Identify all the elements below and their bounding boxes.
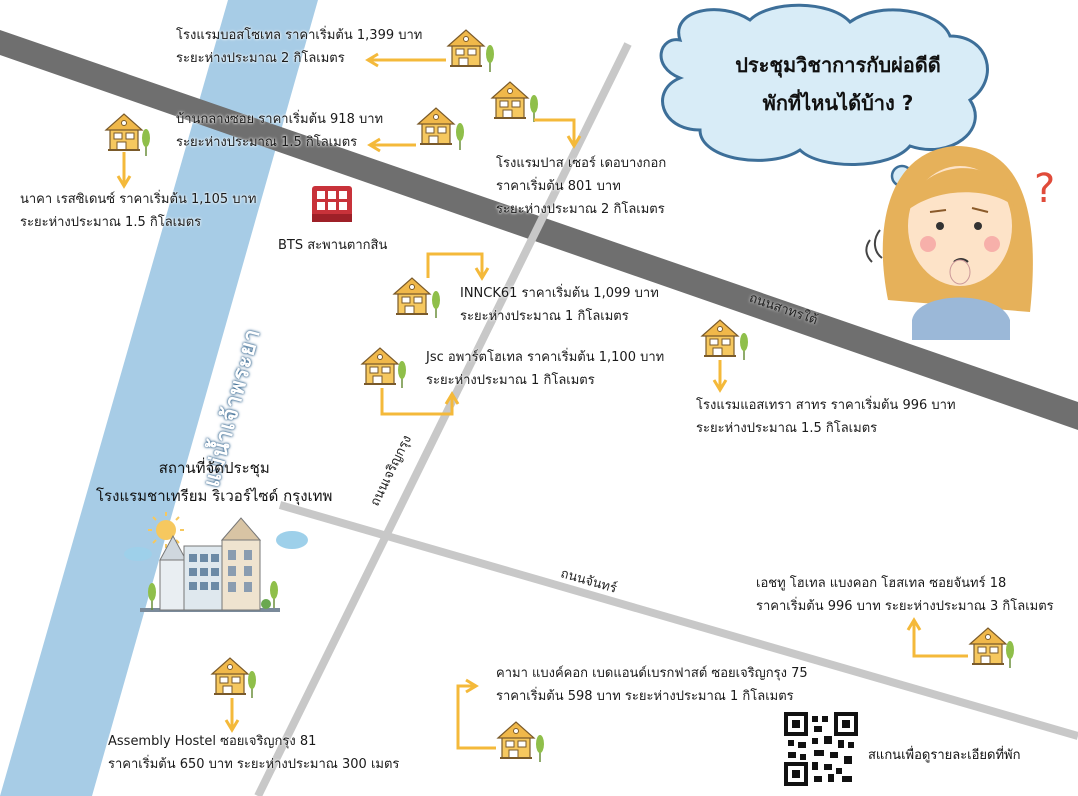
house-icon — [491, 81, 539, 123]
hotel-label: นาคา เรสซิเดนซ์ ราคาเริ่มต้น 1,105 บาท ร… — [20, 188, 256, 234]
arrow-icon — [224, 698, 240, 733]
venue-building-icon — [124, 512, 308, 612]
hotel-name-price: โรงแรมบอสโซเทล ราคาเริ่มต้น 1,399 บาท — [176, 28, 423, 43]
arrow-icon — [712, 360, 728, 393]
house-icon — [497, 721, 545, 763]
hotel-distance: ระยะห่างประมาณ 1.5 กิโลเมตร — [176, 135, 358, 150]
hotel-distance: ระยะห่างประมาณ 2 กิโลเมตร — [176, 51, 345, 66]
hotel-price-distance: ราคาเริ่มต้น 598 บาท ระยะห่างประมาณ 1 กิ… — [496, 689, 794, 704]
page-title: ประชุมวิชาการกับผ่อดีดี พักที่ไหนได้บ้าง… — [688, 46, 988, 122]
arrow-icon — [426, 252, 490, 281]
arrow-icon — [116, 152, 132, 189]
house-icon — [105, 113, 151, 157]
hotel-price-distance: ราคาเริ่มต้น 650 บาท ระยะห่างประมาณ 300 … — [108, 757, 400, 772]
hotel-name-price: โรงแรมแอสเทรา สาทร ราคาเริ่มต้น 996 บาท — [696, 398, 956, 413]
hotel-name: โรงแรมปาส เซอร์ เดอบางกอก — [496, 156, 667, 171]
hotel-label: โรงแรมบอสโซเทล ราคาเริ่มต้น 1,399 บาท ระ… — [176, 24, 422, 70]
hotel-label: โรงแรมแอสเทรา สาทร ราคาเริ่มต้น 996 บาท … — [696, 394, 956, 440]
title-line-2: พักที่ไหนได้บ้าง ? — [762, 91, 914, 115]
bts-label: BTS สะพานตากสิน — [278, 238, 388, 253]
hotel-price: ราคาเริ่มต้น 801 บาท — [496, 179, 621, 194]
hotel-label: Assembly Hostel ซอยเจริญกรุง 81 ราคาเริ่… — [108, 730, 399, 776]
venue-line-1: สถานที่จัดประชุม — [158, 459, 270, 477]
house-icon — [393, 277, 441, 319]
house-icon — [447, 29, 495, 73]
hotel-label: โรงแรมปาส เซอร์ เดอบางกอก ราคาเริ่มต้น 8… — [496, 152, 666, 221]
hotel-distance: ระยะห่างประมาณ 1 กิโลเมตร — [460, 309, 629, 324]
arrow-icon — [906, 617, 968, 658]
chan-road — [278, 501, 1078, 740]
house-icon — [211, 657, 257, 699]
house-icon — [969, 627, 1015, 669]
hotel-distance: ระยะห่างประมาณ 1.5 กิโลเมตร — [696, 421, 878, 436]
hotel-distance: ระยะห่างประมาณ 1.5 กิโลเมตร — [20, 215, 202, 230]
hotel-name: เอชทู โฮเทล แบงคอก โฮสเทล ซอยจันทร์ 18 — [756, 576, 1007, 591]
hotel-name-price: นาคา เรสซิเดนซ์ ราคาเริ่มต้น 1,105 บาท — [20, 192, 257, 207]
arrow-icon — [380, 388, 460, 416]
hotel-price-distance: ราคาเริ่มต้น 996 บาท ระยะห่างประมาณ 3 กิ… — [756, 599, 1054, 614]
thought-cloud — [659, 3, 989, 199]
arrow-icon — [534, 118, 582, 149]
question-mark-icon: ? — [1034, 166, 1055, 212]
hotel-name-price: INNCK61 ราคาเริ่มต้น 1,099 บาท — [460, 286, 659, 301]
venue-label: สถานที่จัดประชุม โรงแรมชาเทรียม ริเวอร์ไ… — [96, 454, 332, 510]
arrow-icon — [365, 52, 446, 68]
hotel-name: คามา แบงค์คอก เบดแอนด์เบรกฟาสต์ ซอยเจริญ… — [496, 666, 808, 681]
title-line-1: ประชุมวิชาการกับผ่อดีดี — [735, 53, 941, 77]
bts-icon — [312, 186, 352, 222]
house-icon — [417, 107, 465, 151]
thinking-woman-icon — [865, 146, 1033, 340]
hotel-label: คามา แบงค์คอก เบดแอนด์เบรกฟาสต์ ซอยเจริญ… — [496, 662, 808, 708]
hotel-distance: ระยะห่างประมาณ 1 กิโลเมตร — [426, 373, 595, 388]
hotel-distance: ระยะห่างประมาณ 2 กิโลเมตร — [496, 202, 665, 217]
hotel-name-price: Jsc อพาร์ตโฮเทล ราคาเริ่มต้น 1,100 บาท — [426, 350, 665, 365]
qr-label: สแกนเพื่อดูรายละเอียดที่พัก — [868, 748, 1021, 763]
hotel-name-price: บ้านกลางซอย ราคาเริ่มต้น 918 บาท — [176, 112, 384, 127]
arrow-icon — [367, 137, 416, 153]
hotel-label: INNCK61 ราคาเริ่มต้น 1,099 บาท ระยะห่างป… — [460, 282, 659, 328]
arrow-icon — [456, 678, 496, 750]
house-icon — [701, 319, 749, 361]
house-icon — [361, 347, 407, 389]
hotel-label: บ้านกลางซอย ราคาเริ่มต้น 918 บาท ระยะห่า… — [176, 108, 383, 154]
qr-code-icon — [784, 712, 858, 786]
hotel-name: Assembly Hostel ซอยเจริญกรุง 81 — [108, 734, 317, 749]
hotel-label: เอชทู โฮเทล แบงคอก โฮสเทล ซอยจันทร์ 18 ร… — [756, 572, 1054, 618]
hotel-label: Jsc อพาร์ตโฮเทล ราคาเริ่มต้น 1,100 บาท ร… — [426, 346, 664, 392]
river — [0, 0, 318, 796]
charoenkrung-road — [254, 42, 632, 796]
venue-line-2: โรงแรมชาเทรียม ริเวอร์ไซด์ กรุงเทพ — [96, 487, 333, 505]
